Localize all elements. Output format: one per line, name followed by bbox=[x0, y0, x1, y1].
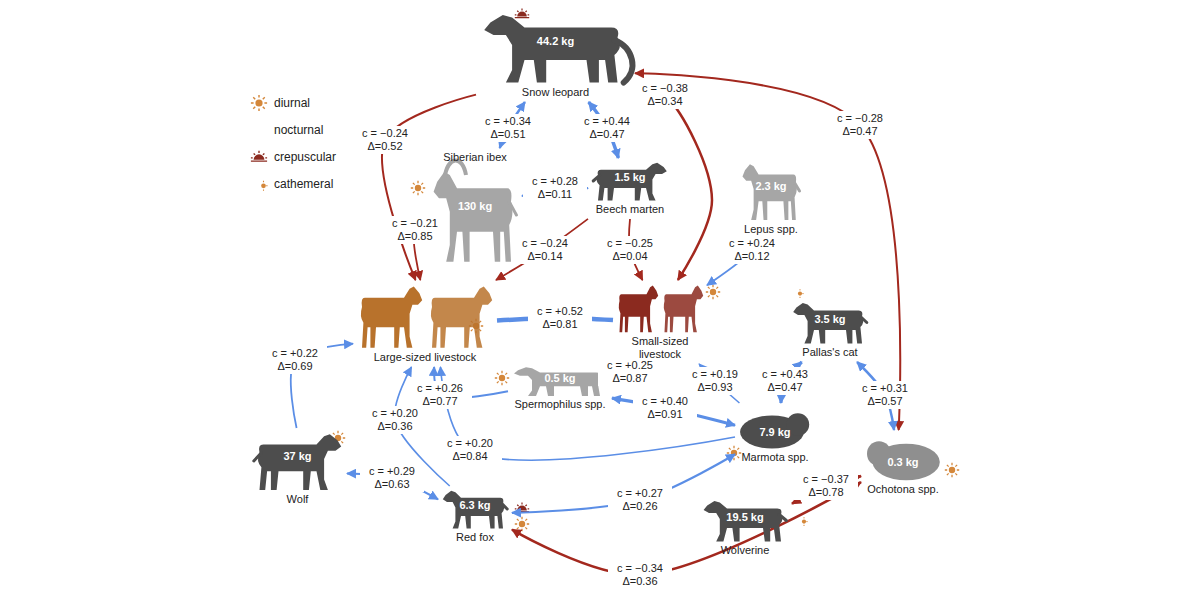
animal-silhouette: 3.5 kg bbox=[790, 300, 870, 345]
animal-node: Small-sized livestock bbox=[615, 282, 705, 362]
species-name: Marmota spp. bbox=[741, 451, 808, 464]
silhouette-shape bbox=[355, 282, 495, 350]
edge-label: c = +0.25 Δ=0.87 bbox=[598, 358, 662, 386]
animal-node: 6.3 kg Red fox bbox=[440, 488, 510, 545]
edge-label: c = +0.22 Δ=0.69 bbox=[263, 346, 327, 374]
animal-silhouette: 37 kg bbox=[250, 430, 345, 492]
node-activity-icons bbox=[331, 8, 959, 532]
species-name: Wolf bbox=[287, 493, 309, 506]
legend-entry: cathemeral bbox=[274, 176, 333, 192]
animal-node: 3.5 kg Pallas's cat bbox=[790, 300, 870, 360]
body-mass: 1.5 kg bbox=[614, 171, 645, 183]
species-name: Ochotona spp. bbox=[867, 483, 939, 496]
animal-silhouette bbox=[355, 282, 495, 350]
legend-entry: nocturnal bbox=[274, 122, 323, 138]
association-arrow bbox=[635, 73, 900, 430]
body-mass: 19.5 kg bbox=[726, 511, 763, 523]
animal-node: Large-sized livestock bbox=[355, 282, 495, 365]
body-mass: 6.3 kg bbox=[459, 499, 490, 511]
edge-label: c = +0.43 Δ=0.47 bbox=[753, 367, 817, 395]
animal-silhouette: 7.9 kg bbox=[737, 405, 813, 450]
body-mass: 3.5 kg bbox=[814, 313, 845, 325]
legend-entry: diurnal bbox=[274, 95, 310, 111]
animal-node: 37 kg Wolf bbox=[250, 430, 345, 507]
edge-label: c = +0.24 Δ=0.12 bbox=[720, 236, 784, 264]
edge-label: c = +0.27 Δ=0.26 bbox=[608, 486, 672, 514]
edge-label: c = +0.34 Δ=0.51 bbox=[476, 114, 540, 142]
animal-node: 19.5 kg Wolverine bbox=[700, 498, 790, 558]
association-arrow bbox=[382, 95, 476, 280]
species-name: Pallas's cat bbox=[802, 346, 857, 359]
body-mass: 44.2 kg bbox=[537, 35, 574, 47]
species-name: Beech marten bbox=[596, 203, 664, 216]
species-name: Large-sized livestock bbox=[374, 351, 477, 364]
edge-label: c = +0.19 Δ=0.93 bbox=[683, 367, 747, 395]
edge-label: c = +0.29 Δ=0.63 bbox=[360, 464, 424, 492]
species-name: Red fox bbox=[456, 531, 494, 544]
animal-silhouette: 0.3 kg bbox=[863, 432, 943, 482]
body-mass: 0.5 kg bbox=[544, 372, 575, 384]
animal-node: Siberian ibex 130 kg bbox=[430, 150, 520, 265]
animal-silhouette: 1.5 kg bbox=[590, 160, 670, 202]
animal-silhouette: 0.5 kg bbox=[510, 365, 610, 397]
body-mass: 130 kg bbox=[458, 200, 492, 212]
edge-label: c = −0.21 Δ=0.85 bbox=[383, 216, 447, 244]
species-name: Siberian ibex bbox=[443, 151, 507, 164]
edge-label: c = +0.31 Δ=0.57 bbox=[853, 381, 917, 409]
animal-node: 0.3 kg Ochotona spp. bbox=[863, 432, 943, 497]
silhouette-shape bbox=[615, 282, 705, 334]
edge-label: c = −0.38 Δ=0.34 bbox=[633, 81, 697, 109]
edge-label: c = −0.24 Δ=0.14 bbox=[513, 236, 577, 264]
silhouette-shape bbox=[430, 165, 520, 265]
body-mass: 0.3 kg bbox=[887, 456, 918, 468]
body-mass: 37 kg bbox=[283, 450, 311, 462]
animal-silhouette: 130 kg bbox=[430, 165, 520, 265]
edge-label: c = +0.52 Δ=0.81 bbox=[528, 304, 592, 332]
edge-label: c = −0.28 Δ=0.47 bbox=[828, 111, 892, 139]
animal-node: 0.5 kg Spermophilus spp. bbox=[510, 365, 610, 412]
species-name: Snow leopard bbox=[522, 86, 589, 99]
animal-node: 7.9 kg Marmota spp. bbox=[737, 405, 813, 465]
edge-label: c = −0.24 Δ=0.52 bbox=[353, 126, 417, 154]
species-name: Spermophilus spp. bbox=[514, 398, 605, 411]
edge-label: c = −0.25 Δ=0.04 bbox=[598, 236, 662, 264]
edge-label: c = −0.34 Δ=0.36 bbox=[608, 561, 672, 589]
edge-label: c = +0.44 Δ=0.47 bbox=[575, 114, 639, 142]
edge-label: c = +0.28 Δ=0.11 bbox=[523, 174, 587, 202]
animal-node: 44.2 kg Snow leopard bbox=[478, 10, 633, 100]
edge-label: c = +0.40 Δ=0.91 bbox=[633, 394, 697, 422]
animal-silhouette: 2.3 kg bbox=[740, 160, 802, 222]
edge-label: c = −0.37 Δ=0.78 bbox=[794, 472, 858, 500]
silhouette-shape bbox=[478, 10, 633, 85]
animal-silhouette bbox=[615, 282, 705, 334]
species-name: Wolverine bbox=[721, 544, 770, 557]
legend-icons bbox=[251, 95, 268, 191]
animal-silhouette: 6.3 kg bbox=[440, 488, 510, 530]
legend-entry: crepuscular bbox=[274, 149, 336, 165]
species-name: Lepus spp. bbox=[744, 223, 798, 236]
animal-node: 1.5 kg Beech marten bbox=[590, 160, 670, 217]
body-mass: 2.3 kg bbox=[755, 180, 786, 192]
animal-node: 2.3 kg Lepus spp. bbox=[740, 160, 802, 237]
edge-label: c = +0.20 Δ=0.84 bbox=[438, 436, 502, 464]
edge-label: c = +0.26 Δ=0.77 bbox=[408, 381, 472, 409]
edge-label: c = +0.20 Δ=0.36 bbox=[363, 406, 427, 434]
animal-silhouette: 19.5 kg bbox=[700, 498, 790, 543]
animal-silhouette: 44.2 kg bbox=[478, 10, 633, 85]
body-mass: 7.9 kg bbox=[759, 426, 790, 438]
